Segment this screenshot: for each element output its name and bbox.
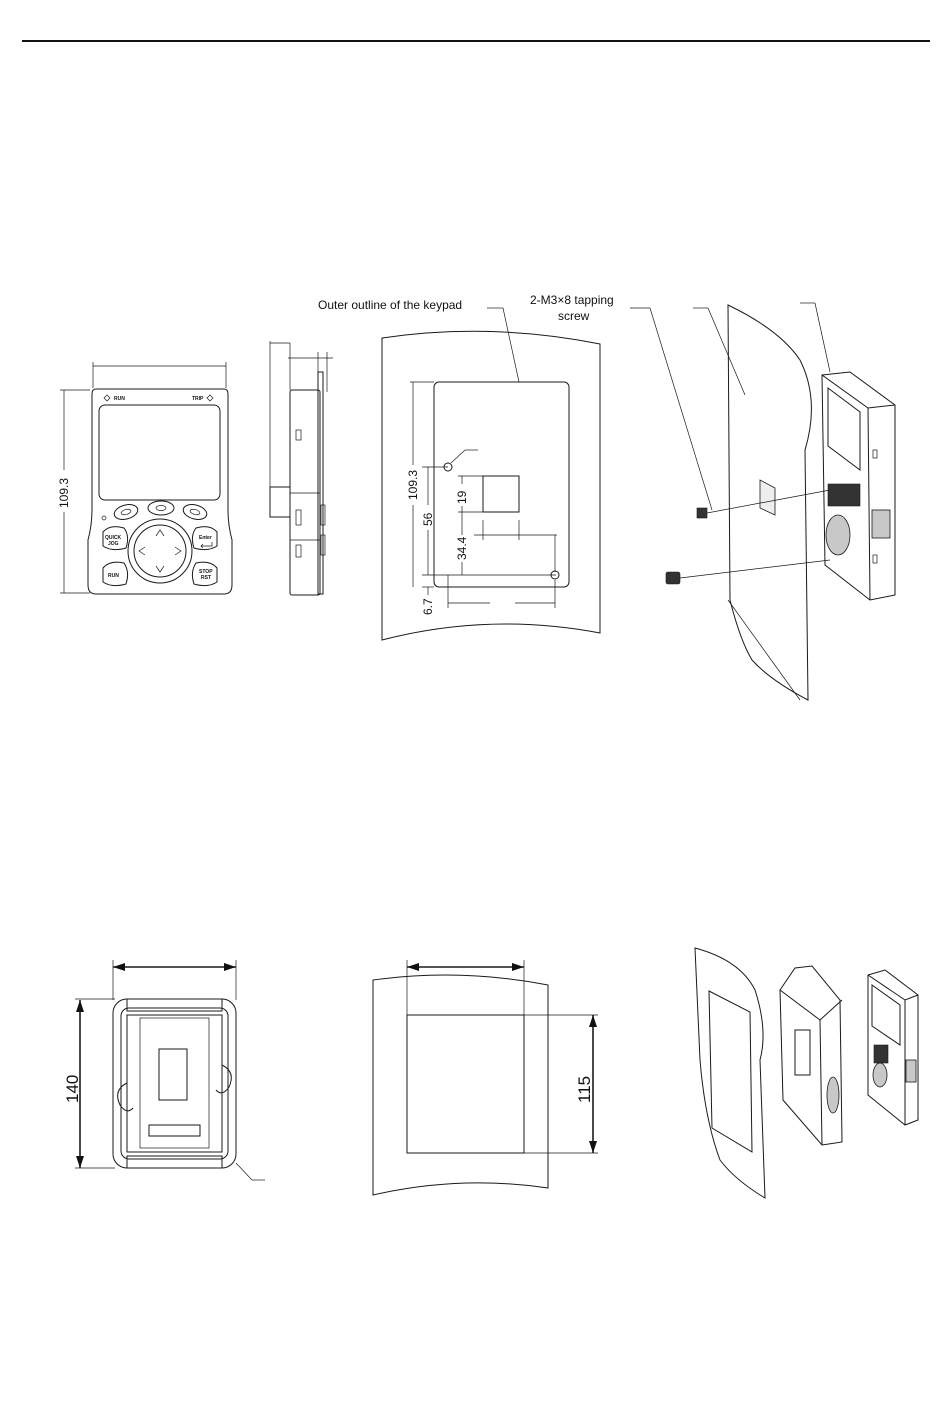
screw-label-line1: 2-M3×8 tapping: [530, 293, 614, 307]
keypad-front-view: 109.3 RUN TRIP QUICK JOG Enter RUN: [57, 362, 232, 594]
cutout-square: [407, 1015, 524, 1153]
keypad-height-dim: 109.3: [57, 478, 71, 508]
bottom-offset-dim: 6.7: [421, 598, 435, 615]
run-key-label: RUN: [108, 573, 119, 579]
run-led-label: RUN: [114, 396, 125, 402]
navigation-dial: [128, 519, 192, 583]
screw-installation-view: 2-M3×8 tapping screw: [530, 293, 895, 700]
stop-key-line2: RST: [201, 575, 211, 581]
window-height-dim: 19: [455, 490, 469, 504]
enter-key-label: Enter: [199, 535, 212, 541]
exploded-assembly-view: [695, 948, 918, 1198]
lcd-screen: [99, 405, 220, 500]
bracket-height-dim: 140: [63, 1075, 82, 1103]
quick-jog-key-line2: JOG: [108, 541, 119, 547]
bracket-window: [159, 1049, 187, 1100]
trip-led-label: TRIP: [192, 396, 204, 402]
cable-window: [483, 476, 519, 512]
window-offset-dim: 34.4: [455, 536, 469, 560]
cutout-height-b-dim: 115: [575, 1076, 594, 1103]
mounting-bracket-view: 140: [63, 960, 265, 1180]
keypad-outline-label: Outer outline of the keypad: [318, 298, 462, 312]
cutout-height-dim: 109.3: [406, 470, 420, 500]
panel-cutout-large: 115: [373, 960, 598, 1195]
panel-cutout-drawing: Outer outline of the keypad 109.3 56 19 …: [318, 298, 600, 640]
screw-label-line2: screw: [558, 309, 590, 323]
keypad-side-view: [270, 341, 333, 595]
hole-spacing-dim: 56: [421, 512, 435, 526]
